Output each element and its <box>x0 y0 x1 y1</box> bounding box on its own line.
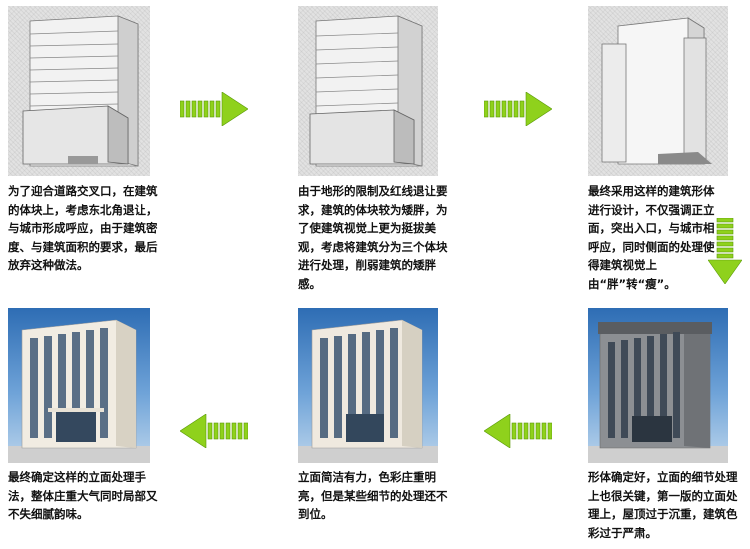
caption-step-2: 由于地形的限制及红线退让要求，建筑的体块较为矮胖，为了使建筑视觉上更为挺拔美观，… <box>298 182 450 293</box>
facade-render-final <box>8 308 150 463</box>
caption-step-3: 最终采用这样的建筑形体进行设计，不仅强调正立面，突出入口，与城市相呼应，同时侧面… <box>588 182 720 293</box>
massing-model-1-drawing <box>8 6 150 176</box>
arrow-icon-2 <box>484 92 552 126</box>
arrow-icon-4 <box>484 414 552 448</box>
facade-render-final-drawing <box>8 308 150 463</box>
massing-model-3 <box>588 6 728 176</box>
facade-render-version-2 <box>298 308 438 463</box>
arrow-icon-5-shape <box>180 414 248 448</box>
arrow-icon-4-shape <box>484 414 552 448</box>
massing-model-1 <box>8 6 150 176</box>
caption-step-5: 立面简洁有力，色彩庄重明亮，但是某些细节的处理还不到位。 <box>298 468 450 524</box>
arrow-icon-1 <box>180 92 248 126</box>
massing-model-2 <box>298 6 438 176</box>
massing-model-3-drawing <box>588 6 728 176</box>
facade-render-version-1 <box>588 308 728 463</box>
caption-step-4: 形体确定好，立面的细节处理上也很关键，第一版的立面处理上，屋顶过于沉重，建筑色彩… <box>588 468 740 542</box>
massing-model-2-drawing <box>298 6 438 176</box>
caption-step-6: 最终确定这样的立面处理手法，整体庄重大气同时局部又不失细腻韵味。 <box>8 468 158 524</box>
arrow-icon-1-shape <box>180 92 248 126</box>
arrow-icon-5 <box>180 414 248 448</box>
caption-step-1: 为了迎合道路交叉口，在建筑的体块上，考虑东北角退让，与城市形成呼应，由于建筑密度… <box>8 182 158 275</box>
arrow-icon-2-shape <box>484 92 552 126</box>
facade-render-version-1-drawing <box>588 308 728 463</box>
facade-render-version-2-drawing <box>298 308 438 463</box>
